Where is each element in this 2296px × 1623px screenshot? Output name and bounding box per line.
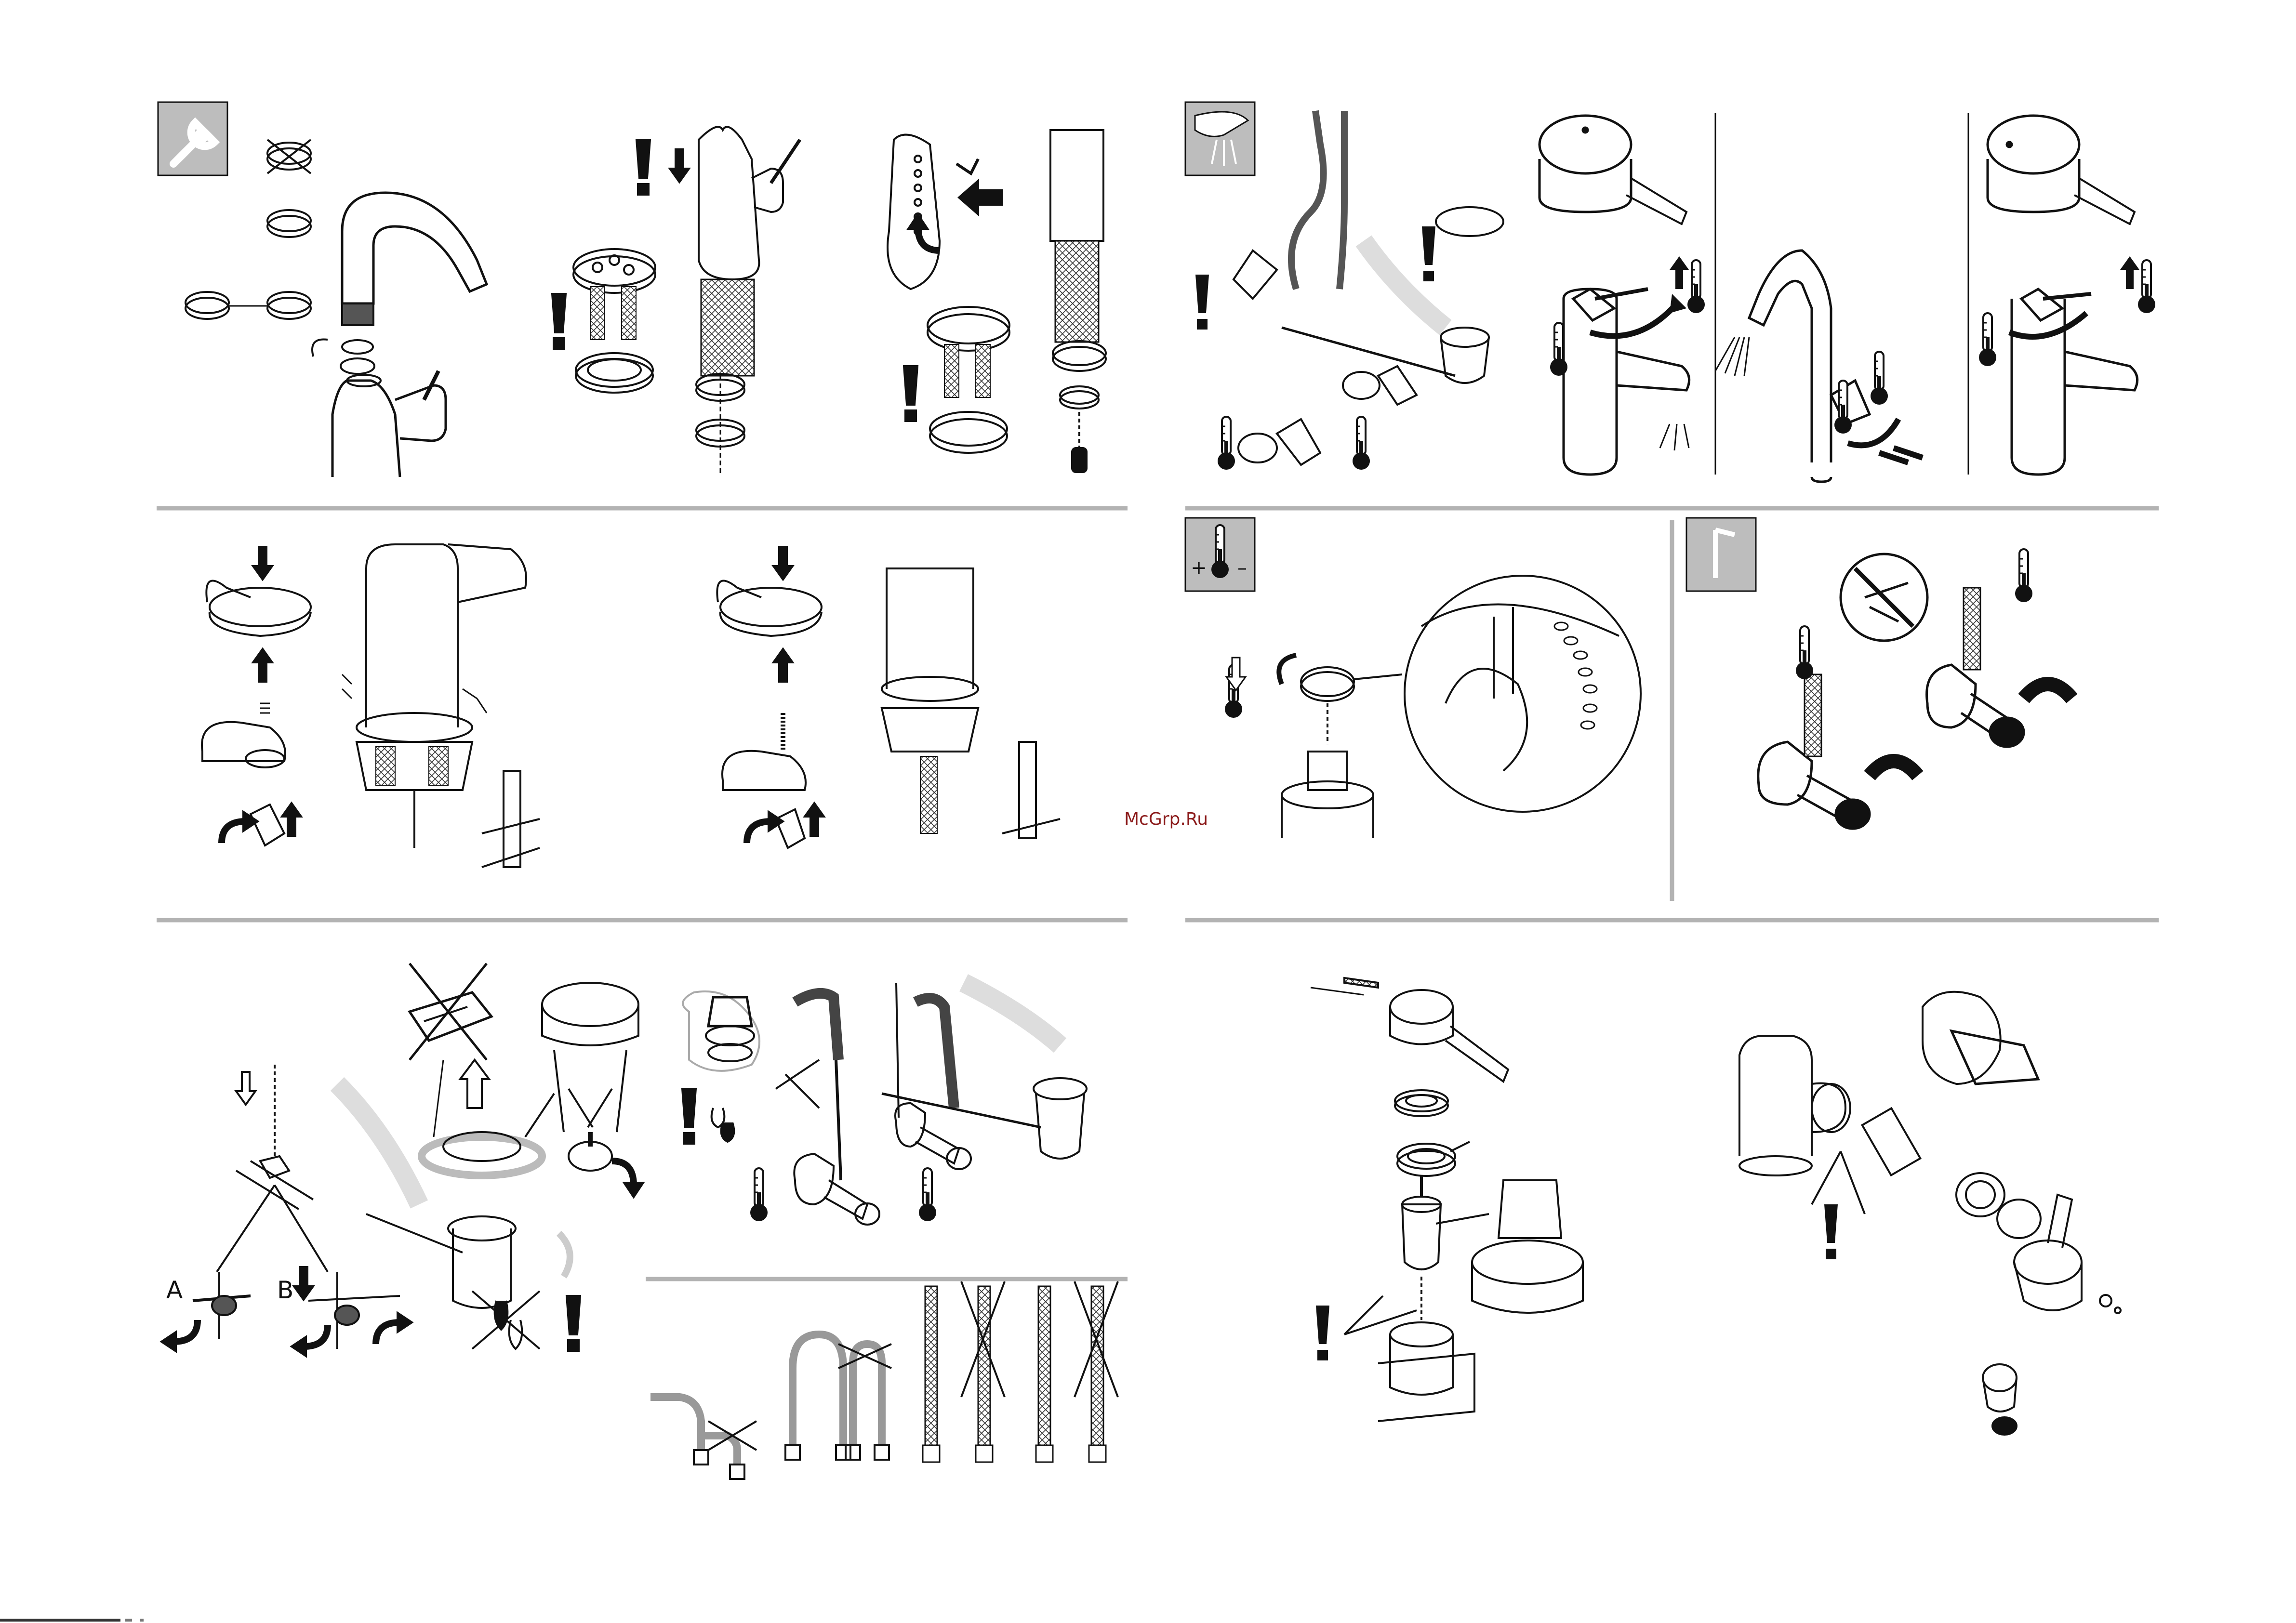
panel-temperature-limit: + – — [1185, 518, 1641, 838]
plus-label: + — [1191, 557, 1207, 579]
watermark-text: McGrp.Ru — [1124, 809, 1208, 829]
panel-step-2 — [552, 127, 800, 475]
thermometer-icon — [1218, 417, 1235, 470]
thermometer-icon — [1687, 260, 1705, 313]
warning-exclamation-icon — [567, 1296, 580, 1351]
thermometer-icon — [2015, 549, 2032, 602]
warning-exclamation-icon — [1316, 1306, 1329, 1360]
thermometer-icon — [1871, 352, 1888, 405]
panel-hex-key — [1686, 518, 2072, 829]
panel-hose-connect — [682, 983, 1087, 1225]
panel-cartridge-exploded — [1311, 978, 1583, 1421]
warning-exclamation-icon — [552, 294, 566, 349]
minus-label: – — [1237, 557, 1247, 579]
warning-exclamation-icon — [1195, 275, 1209, 330]
hex-key-icon — [1686, 518, 1756, 591]
footer-mark — [0, 1619, 144, 1622]
panel-lever-adjust-1 — [202, 544, 540, 867]
crossed-out-icon — [267, 140, 311, 173]
label-a: A — [166, 1276, 183, 1304]
warning-exclamation-icon — [1422, 226, 1435, 281]
thermometer-icon — [750, 1168, 768, 1221]
thermometer-icon — [1550, 323, 1567, 376]
temperature-adjust-icon: + – — [1185, 518, 1255, 591]
label-b: B — [277, 1276, 293, 1304]
warning-exclamation-icon — [637, 140, 650, 195]
water-spray-icon — [1185, 102, 1255, 175]
panel-step-3 — [888, 130, 1106, 472]
thermometer-icon — [919, 1168, 936, 1221]
warning-exclamation-icon — [904, 366, 917, 421]
panel-installation — [158, 102, 487, 477]
panel-lever-adjust-2 — [717, 547, 1060, 848]
panel-flushing — [1185, 102, 2155, 482]
wrench-icon — [158, 102, 227, 175]
thermometer-icon — [1979, 313, 1996, 366]
panel-drain: A B — [161, 963, 643, 1356]
thermometer-icon — [1353, 417, 1370, 470]
warning-exclamation-icon — [1824, 1204, 1838, 1259]
panel-hose-bending — [650, 1281, 1118, 1479]
warning-exclamation-icon — [682, 1089, 696, 1144]
thermometer-icon — [1796, 626, 1813, 679]
thermometer-icon — [2138, 260, 2155, 313]
panel-cartridge-replace — [1739, 992, 2121, 1435]
